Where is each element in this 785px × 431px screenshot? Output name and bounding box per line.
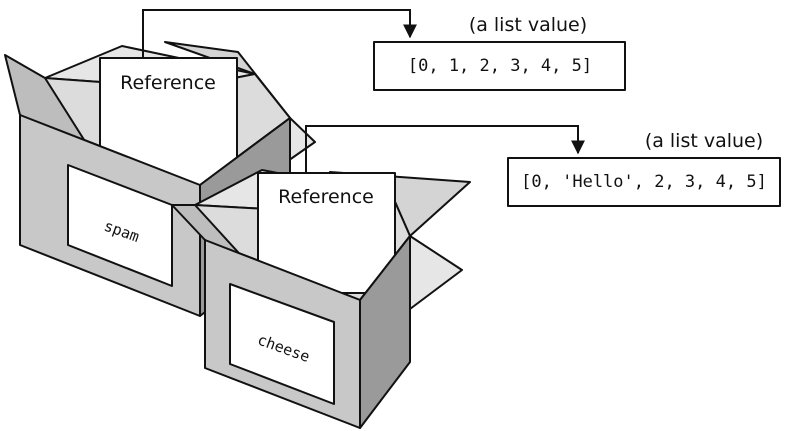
cheese-name-panel [229,283,335,405]
cheese-box: Reference cheese [171,169,471,429]
spam-box: Reference spam [4,41,316,317]
cheese-reference-label: Reference [278,186,374,208]
spam-list-caption: (a list value) [469,14,587,36]
cheese-reference-arrow [305,125,585,173]
spam-name-panel [67,164,173,287]
spam-reference-label: Reference [120,72,216,94]
cheese-list-value-box [507,157,781,207]
cheese-box-side [359,235,411,429]
spam-reference-arrow [142,9,417,58]
spam-list-value: [0, 1, 2, 3, 4, 5] [408,56,592,76]
cheese-list-value: [0, 'Hello', 2, 3, 4, 5] [521,172,767,192]
cheese-list-caption: (a list value) [645,130,763,152]
spam-list-value-box [373,41,626,91]
